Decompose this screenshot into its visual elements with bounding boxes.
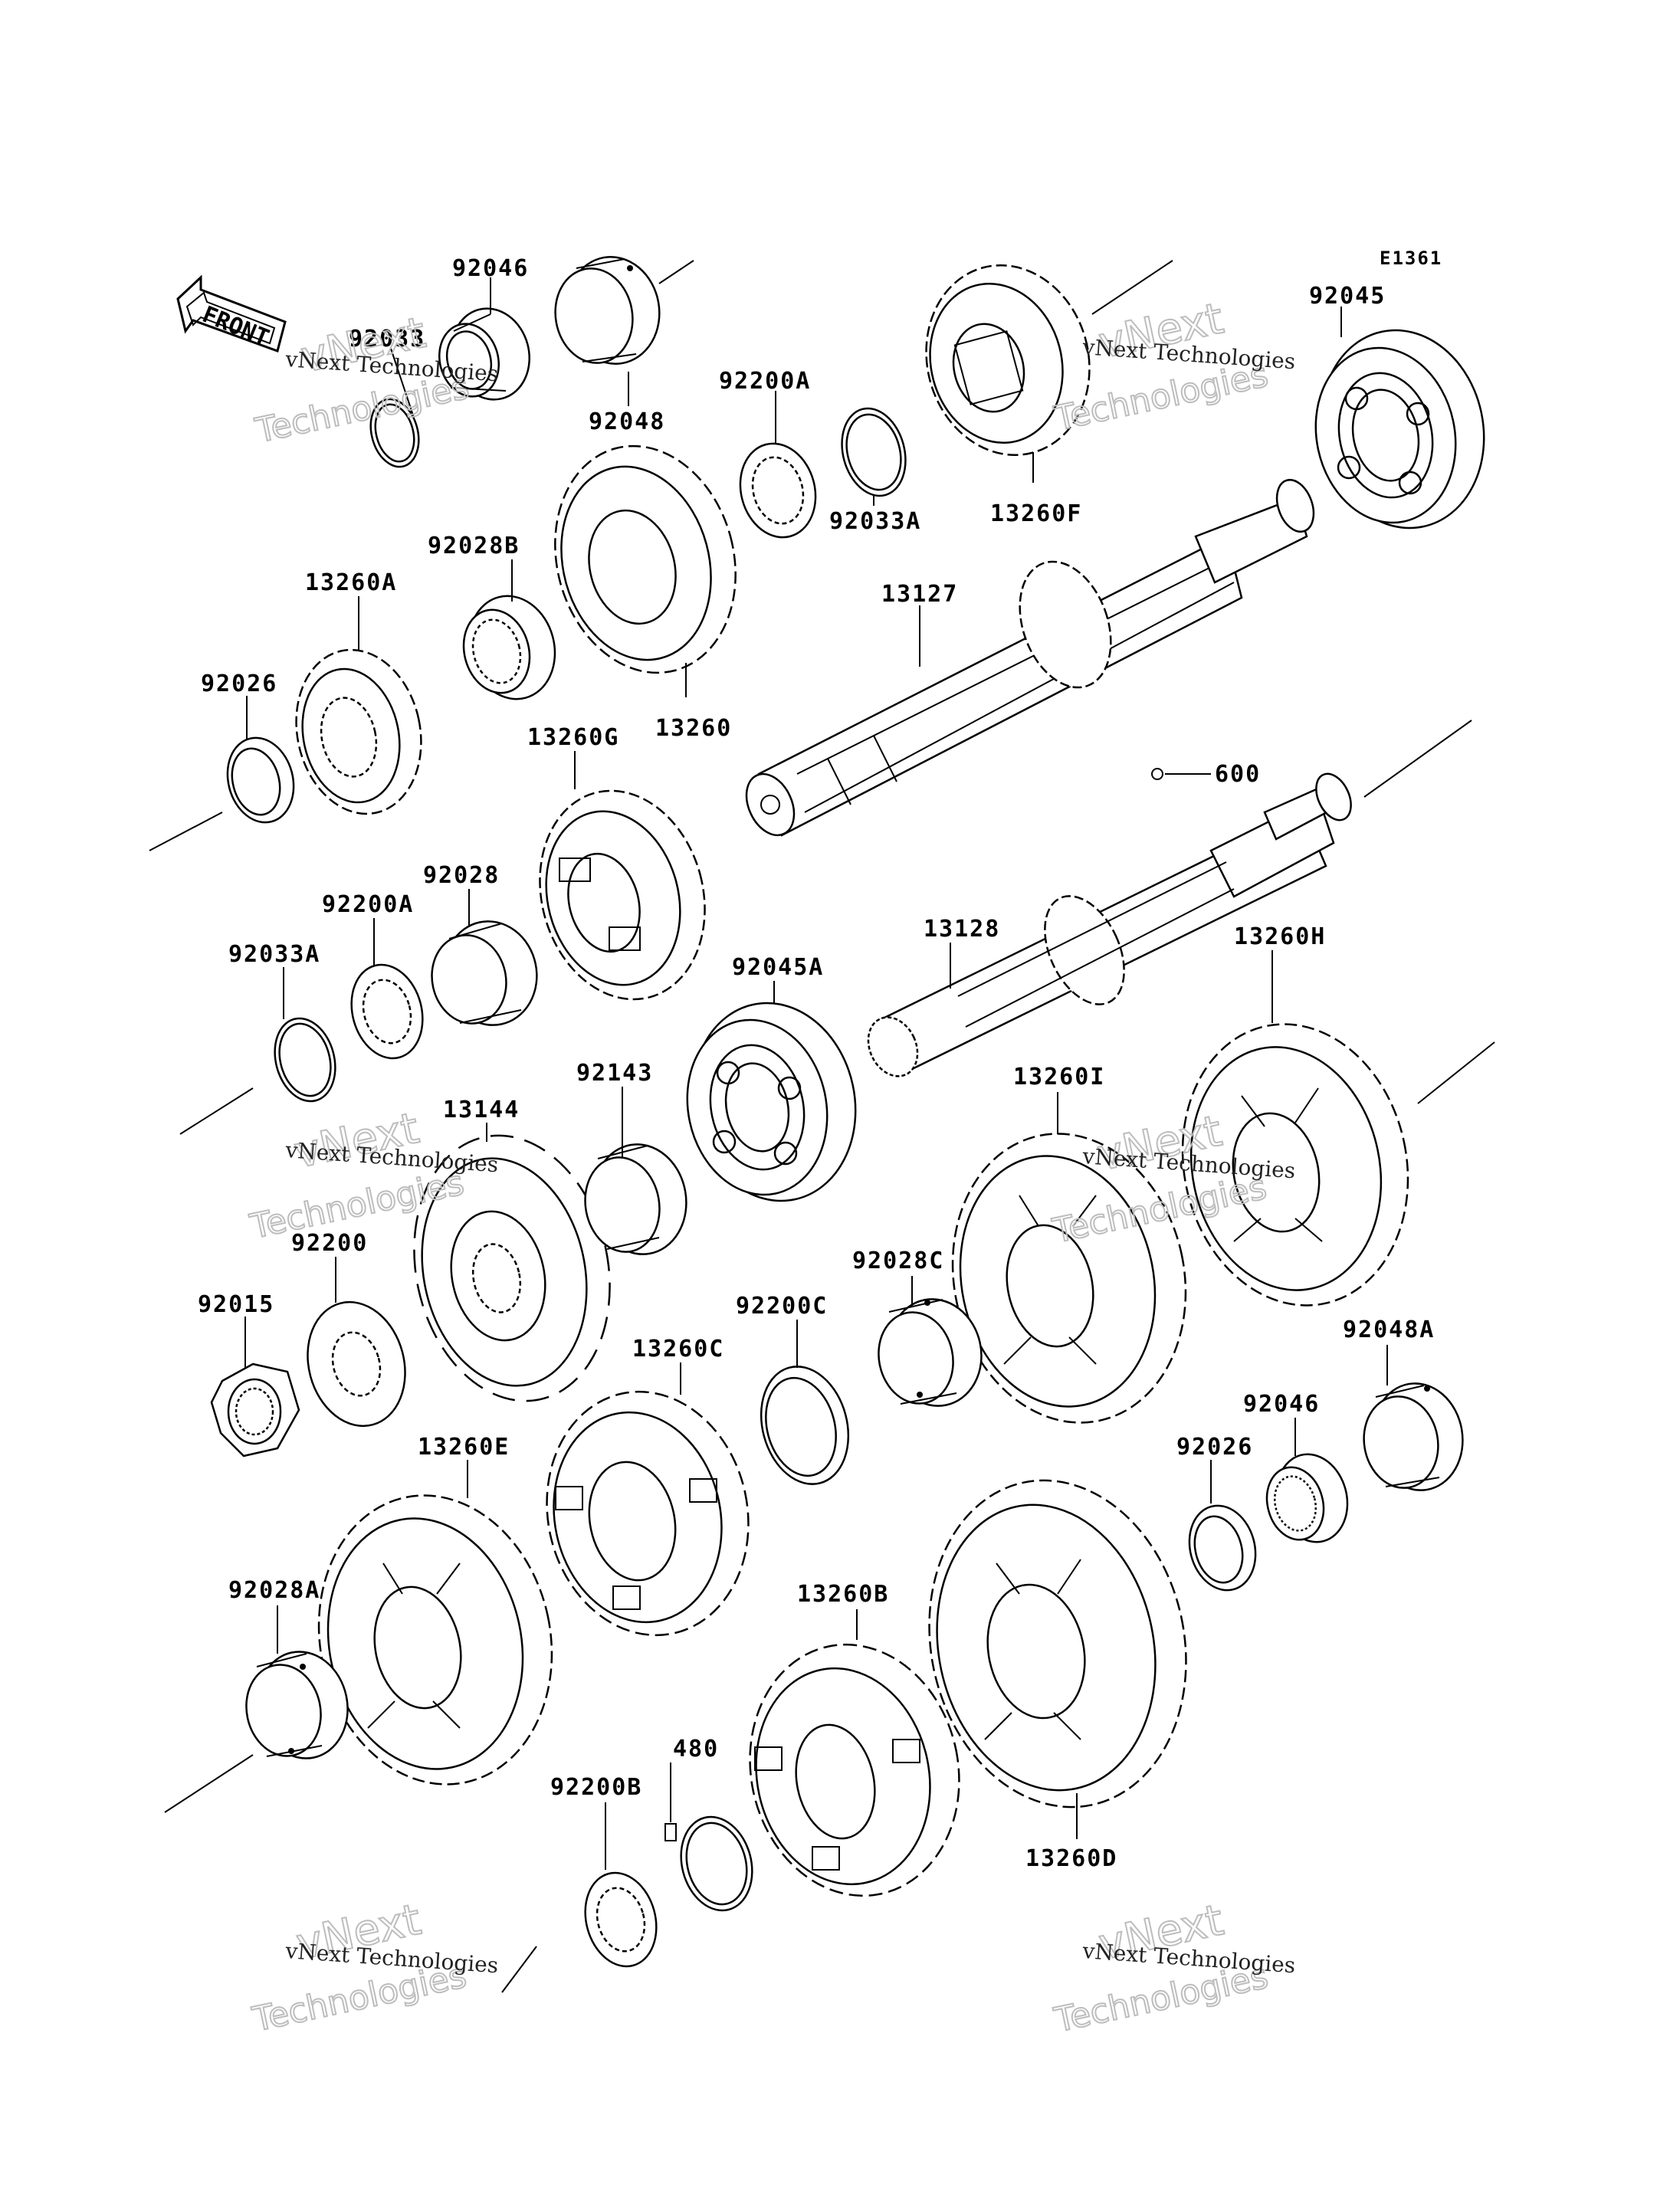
part-label: 92048A (1343, 1317, 1435, 1343)
reference-label: 600 (1215, 761, 1261, 788)
part-label: 92028C (852, 1248, 944, 1274)
bushing-icon (462, 595, 556, 700)
gear-icon (539, 789, 706, 1001)
gear-icon (546, 1390, 750, 1637)
part-label: 13260D (1025, 1845, 1117, 1872)
part-label: 13260C (632, 1336, 724, 1362)
needle-bearing-icon (438, 307, 530, 401)
sprocket-icon (413, 1134, 611, 1402)
part-labels: 92046 92033 92048 92200A 92033A 13260F 9… (198, 255, 1435, 1872)
splined-washer-icon (584, 1871, 658, 1968)
gear-icon (749, 1643, 960, 1897)
output-shaft-icon (867, 772, 1352, 1077)
part-label: 92033A (829, 508, 921, 535)
part-label: 92200 (291, 1230, 368, 1257)
circlip-icon (274, 1017, 336, 1103)
part-label: 92046 (452, 255, 529, 282)
leader-lines (149, 260, 1495, 1993)
part-label: 13128 (924, 916, 1000, 943)
gear-icon (928, 1479, 1187, 1808)
splined-washer-icon (307, 1300, 406, 1428)
washer-icon (760, 1366, 850, 1485)
nut-icon (210, 1362, 300, 1458)
part-label: 92200C (736, 1293, 828, 1320)
part-label: 92033 (349, 326, 425, 353)
reference-dot-icon (1151, 768, 1163, 780)
part-label: 92045 (1309, 283, 1386, 310)
part-label: 92033A (228, 941, 320, 968)
bushing-icon (878, 1298, 983, 1407)
collar-icon (584, 1143, 687, 1255)
washer-icon (1188, 1504, 1257, 1592)
gear-icon (295, 648, 422, 815)
circlip-icon (664, 1815, 753, 1912)
washer-icon (226, 736, 295, 824)
part-label: 92143 (576, 1060, 653, 1087)
collar-icon (1363, 1382, 1464, 1491)
part-label: 92200A (719, 368, 811, 395)
gear-icon (1181, 1023, 1409, 1307)
part-label: 13260B (797, 1581, 889, 1608)
part-label: 92026 (1176, 1434, 1253, 1461)
part-label: 92046 (1243, 1391, 1320, 1418)
needle-bearing-icon (1265, 1453, 1349, 1543)
gear-icon (951, 1133, 1187, 1424)
front-arrow-icon: FRONT (176, 274, 287, 353)
ball-bearing-icon (1314, 329, 1485, 530)
part-label: 13260F (990, 500, 1082, 527)
part-label: 13144 (443, 1097, 520, 1123)
part-label: 13260G (527, 724, 619, 751)
gear-icon (925, 264, 1091, 457)
part-label: 92200A (322, 891, 414, 918)
gear-icon (317, 1494, 553, 1785)
bushing-icon (431, 920, 538, 1026)
bushing-icon (245, 1651, 349, 1759)
diagram-code: E1361 (1380, 248, 1442, 269)
part-label: 13127 (881, 581, 958, 608)
part-label: 92028B (428, 533, 520, 559)
part-label: 92045A (732, 954, 824, 981)
part-label: 13260I (1013, 1064, 1105, 1090)
circlip-icon (369, 398, 420, 468)
part-label: 92028 (423, 862, 500, 889)
part-label: 13260E (418, 1434, 510, 1461)
part-label: 480 (673, 1736, 719, 1763)
collar-icon (554, 256, 661, 365)
part-label: 92200B (550, 1774, 642, 1801)
part-label: 92026 (201, 671, 277, 697)
part-label: 92028A (228, 1577, 320, 1604)
splined-washer-icon (350, 963, 424, 1060)
part-label: 92015 (198, 1291, 274, 1318)
part-label: 13260H (1234, 923, 1326, 950)
circlip-icon (841, 407, 907, 497)
part-label: 13260A (305, 569, 397, 596)
input-shaft-icon (745, 479, 1315, 837)
ball-bearing-icon (686, 1002, 857, 1202)
gear-icon (554, 444, 737, 674)
splined-washer-icon (739, 442, 817, 539)
part-label: 13260 (655, 715, 732, 742)
part-label: 92048 (589, 408, 665, 435)
